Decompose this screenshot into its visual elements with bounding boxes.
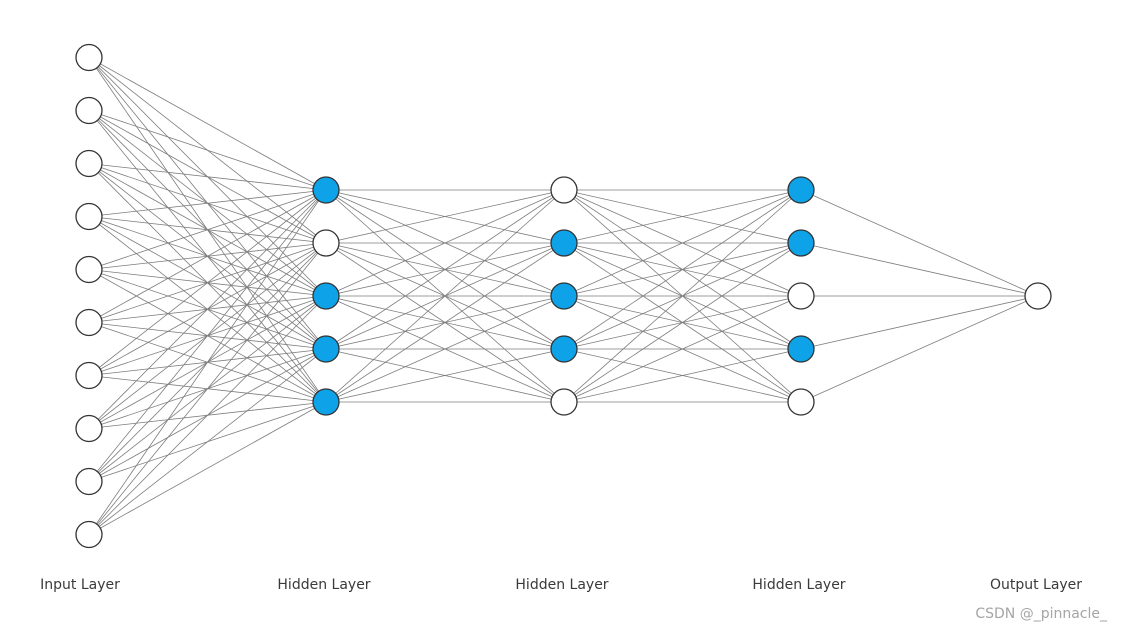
- edge-l0-n2-to-n0: [88, 163, 327, 191]
- edge-l1-n4-to-n2: [325, 295, 565, 403]
- layer-label-hidden-3: Hidden Layer: [752, 577, 846, 593]
- neuron-layer1-node0-active: [312, 176, 340, 204]
- neuron-layer2-node4-inactive: [550, 388, 578, 416]
- neuron-layer3-node0-active: [787, 176, 815, 204]
- edge-l0-n9-to-n0: [88, 189, 327, 535]
- layer-label-hidden-2: Hidden Layer: [515, 577, 609, 593]
- neuron-layer2-node1-active: [550, 229, 578, 257]
- layer-label-output: Output Layer: [989, 577, 1083, 593]
- neuron-layer3-node2-inactive: [787, 282, 815, 310]
- edge-l0-n1-to-n0: [88, 110, 327, 191]
- edge-l1-n4-to-n1: [325, 242, 565, 403]
- edge-l0-n0-to-n0: [88, 57, 327, 191]
- neuron-layer0-node8-inactive: [75, 467, 103, 496]
- edge-l1-n3-to-n0: [325, 189, 565, 350]
- edge-l3-n0-to-n0: [800, 189, 1039, 297]
- neuron-layer0-node9-inactive: [75, 520, 103, 549]
- edge-l0-n9-to-n2: [88, 295, 327, 535]
- neuron-layer0-node5-inactive: [75, 308, 103, 337]
- neuron-layer1-node3-active: [312, 335, 340, 363]
- watermark-text: CSDN @_pinnacle_: [975, 606, 1107, 622]
- edge-l2-n4-to-n2: [563, 295, 802, 403]
- neuron-layer0-node4-inactive: [75, 255, 103, 284]
- edge-l0-n5-to-n0: [88, 189, 327, 323]
- neuron-layer2-node3-active: [550, 335, 578, 363]
- edge-l1-n4-to-n3: [325, 348, 565, 403]
- neuron-layer0-node2-inactive: [75, 149, 103, 178]
- edge-l1-n4-to-n0: [325, 189, 565, 403]
- neuron-layer1-node2-active: [312, 282, 340, 310]
- edge-l0-n4-to-n0: [88, 189, 327, 270]
- neuron-layer3-node3-active: [787, 335, 815, 363]
- neuron-layer1-node4-active: [312, 388, 340, 416]
- neuron-nodes: [75, 43, 1052, 549]
- edge-l0-n9-to-n4: [88, 401, 327, 535]
- edge-l1-n1-to-n0: [325, 189, 565, 244]
- layer-label-input: Input Layer: [40, 577, 120, 593]
- neuron-layer4-node0-inactive: [1024, 282, 1052, 310]
- layer-label-hidden-1: Hidden Layer: [277, 577, 371, 593]
- edge-l3-n1-to-n0: [800, 242, 1039, 297]
- edge-l3-n4-to-n0: [800, 295, 1039, 403]
- edge-l2-n4-to-n3: [563, 348, 802, 403]
- edge-l0-n6-to-n0: [88, 189, 327, 376]
- neuron-layer0-node0-inactive: [75, 43, 103, 72]
- edge-l2-n4-to-n0: [563, 189, 802, 403]
- edge-l2-n1-to-n0: [563, 189, 802, 244]
- connection-edges: [88, 57, 1039, 535]
- edge-l0-n9-to-n3: [88, 348, 327, 535]
- edge-l1-n2-to-n0: [325, 189, 565, 297]
- neuron-layer0-node3-inactive: [75, 202, 103, 231]
- edge-l2-n3-to-n0: [563, 189, 802, 350]
- neuron-layer0-node1-inactive: [75, 96, 103, 125]
- edge-l2-n2-to-n0: [563, 189, 802, 297]
- neuron-layer0-node7-inactive: [75, 414, 103, 443]
- edge-l0-n9-to-n1: [88, 242, 327, 535]
- neuron-layer0-node6-inactive: [75, 361, 103, 390]
- neuron-layer3-node1-active: [787, 229, 815, 257]
- edge-l0-n7-to-n0: [88, 189, 327, 429]
- edge-l0-n3-to-n0: [88, 189, 327, 217]
- edge-l0-n8-to-n0: [88, 189, 327, 482]
- edge-l2-n4-to-n1: [563, 242, 802, 403]
- neuron-layer2-node2-active: [550, 282, 578, 310]
- neuron-layer3-node4-inactive: [787, 388, 815, 416]
- edge-l3-n3-to-n0: [800, 295, 1039, 350]
- neuron-layer2-node0-inactive: [550, 176, 578, 204]
- neuron-layer1-node1-inactive: [312, 229, 340, 257]
